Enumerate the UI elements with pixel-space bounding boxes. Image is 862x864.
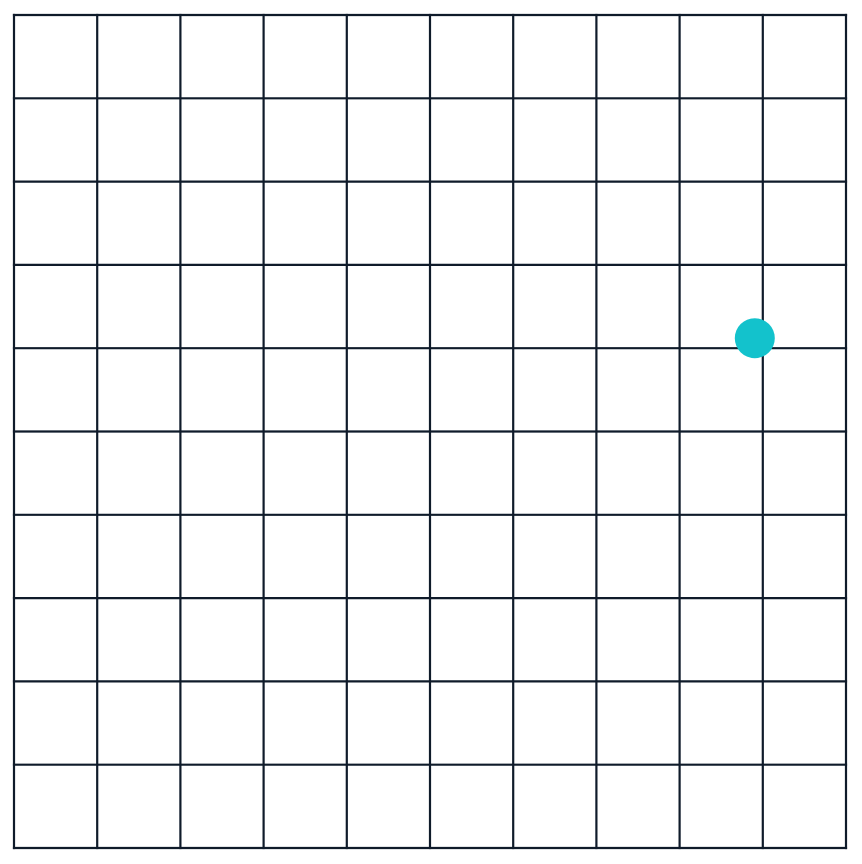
markers-layer [734, 318, 775, 359]
player-marker[interactable] [734, 318, 775, 359]
grid-lines [12, 13, 848, 850]
